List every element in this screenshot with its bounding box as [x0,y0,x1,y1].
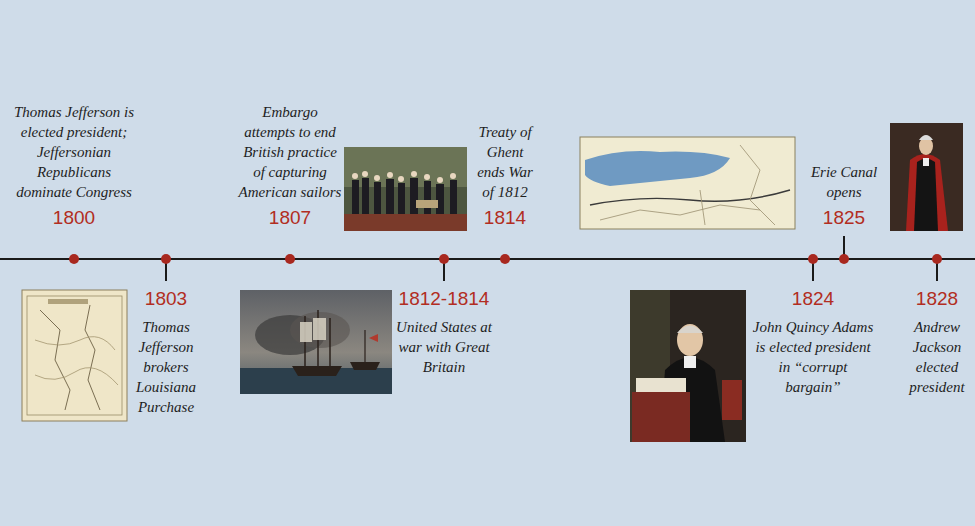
year-label: 1803 [145,288,187,310]
year-label: 1814 [484,207,526,229]
event-description: John Quincy Adams is elected president i… [752,317,874,397]
louisiana-map-picture [22,290,127,421]
year-label: 1812-1814 [399,288,490,310]
event-description: Thomas Jefferson brokers Louisiana Purch… [126,317,206,417]
tick-marks [166,236,937,281]
naval-battle-picture [240,290,392,394]
adams-portrait-picture [630,290,746,442]
year-label: 1800 [53,207,95,229]
year-label: 1807 [269,207,311,229]
jackson-portrait-picture [890,123,963,231]
treaty-painting-picture [344,147,467,231]
event-description: Erie Canal opens [804,162,884,202]
event-description: Andrew Jackson elected president [904,317,970,397]
year-label: 1825 [823,207,865,229]
erie-canal-map-picture [580,137,795,229]
event-description: United States at war with Great Britain [392,317,497,377]
year-label: 1824 [792,288,834,310]
year-label: 1828 [916,288,958,310]
timeline-dots [69,254,942,264]
event-description: Treaty of Ghent ends War of 1812 [472,122,538,202]
event-description: Embargo attempts to end British practice… [237,102,343,202]
event-description: Thomas Jefferson is elected president; J… [9,102,139,202]
timeline-axis [0,258,975,260]
